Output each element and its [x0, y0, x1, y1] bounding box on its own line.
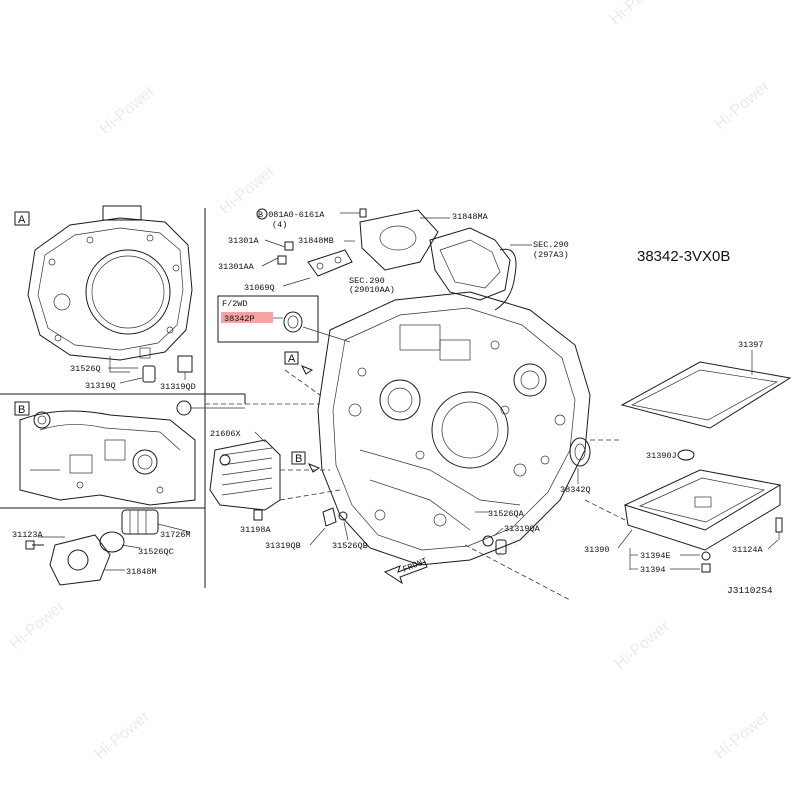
lower-callouts: 31319QB 31526QB 31526QA 31319QA 38342Q F…	[265, 439, 626, 601]
callout-081a0: B 081A0-6161A	[258, 210, 325, 220]
watermark-text: Hi-Power	[7, 597, 69, 653]
callout-31848mb: 31848MB	[298, 236, 334, 246]
watermark-text: Hi-Power	[92, 707, 154, 763]
top-callouts: B 081A0-6161A (4) 31848MA 31301A 31848MB…	[218, 208, 569, 295]
callout-38342p: 38342P	[224, 314, 255, 324]
callout-31526qb: 31526QB	[332, 541, 368, 551]
callout-21606x: 21606X	[210, 429, 241, 439]
front-label: FRONT	[401, 556, 428, 575]
callout-31526qa: 31526QA	[488, 509, 525, 519]
inset-note: F/2WD	[222, 299, 248, 309]
callout-31198a: 31198A	[240, 525, 272, 535]
callout-31394: 31394	[640, 565, 666, 575]
section-a-pointer: A	[284, 351, 314, 375]
callout-sec290a-sub: (29010AA)	[349, 285, 395, 295]
inset-a-parts: 31526Q 31319Q 31319QD	[70, 355, 196, 392]
callout-31390j: 31390J	[646, 451, 677, 461]
valve-body-drawing	[19, 400, 245, 506]
watermark-text: Hi-Power	[712, 707, 774, 763]
callout-31319q: 31319Q	[85, 381, 116, 391]
section-a-letter: A	[18, 214, 26, 226]
callout-31394e: 31394E	[640, 551, 671, 561]
watermark-text: Hi-Power	[612, 617, 674, 673]
callout-31301aa: 31301AA	[218, 262, 255, 272]
highlight-38342p	[221, 312, 273, 323]
filter-group-drawing: 31123A 31726M 31526QC 31848M	[12, 509, 191, 586]
section-b-label: B	[14, 401, 30, 416]
section-b-pointer-letter: B	[295, 453, 302, 465]
callout-sec290a: SEC.290	[349, 276, 385, 286]
callout-31848m: 31848M	[126, 567, 157, 577]
oil-pan-group-drawing: 31397 31390J 31390 31394E 31394 31124A	[584, 340, 792, 575]
part-number-title: 38342-3VX0B	[637, 248, 730, 265]
callout-081a0-qty: (4)	[272, 220, 287, 230]
callout-31319qd: 31319QD	[160, 382, 196, 392]
callout-31397: 31397	[738, 340, 764, 350]
callout-31726m: 31726M	[160, 530, 191, 540]
callout-31526qc: 31526QC	[138, 547, 174, 557]
callout-31123a: 31123A	[12, 530, 44, 540]
callout-31848ma: 31848MA	[452, 212, 489, 222]
case-face-drawing	[27, 205, 193, 373]
callout-31526q: 31526Q	[70, 364, 101, 374]
diagram-code: J31102S4	[727, 585, 773, 596]
watermark-text: Hi-Power	[712, 77, 774, 133]
callout-31069q: 31069Q	[244, 283, 275, 293]
section-a-pointer-letter: A	[288, 353, 296, 365]
section-a-label: A	[14, 211, 30, 226]
oil-cooler-drawing: 21606X 31198A	[209, 429, 341, 535]
callout-31319qa: 31319QA	[504, 524, 541, 534]
callout-31319qb: 31319QB	[265, 541, 301, 551]
watermark-text: Hi-Power	[607, 0, 669, 28]
callout-sec290b-sub: (297A3)	[533, 250, 569, 260]
callout-31390: 31390	[584, 545, 610, 555]
panel-frame	[0, 208, 246, 588]
callout-31301a: 31301A	[228, 236, 260, 246]
front-arrow	[383, 561, 428, 585]
f2wd-inset: F/2WD 38342P	[217, 295, 351, 343]
watermark-group: Hi-Power Hi-Power Hi-Power Hi-Power Hi-P…	[7, 0, 774, 763]
callout-sec290b: SEC.290	[533, 240, 569, 250]
watermark-text: Hi-Power	[97, 82, 159, 138]
transmission-body-drawing	[205, 209, 591, 566]
callout-31124a: 31124A	[732, 545, 764, 555]
section-b-letter: B	[18, 404, 25, 416]
callout-38342q: 38342Q	[560, 485, 591, 495]
section-b-pointer: B	[291, 451, 321, 473]
